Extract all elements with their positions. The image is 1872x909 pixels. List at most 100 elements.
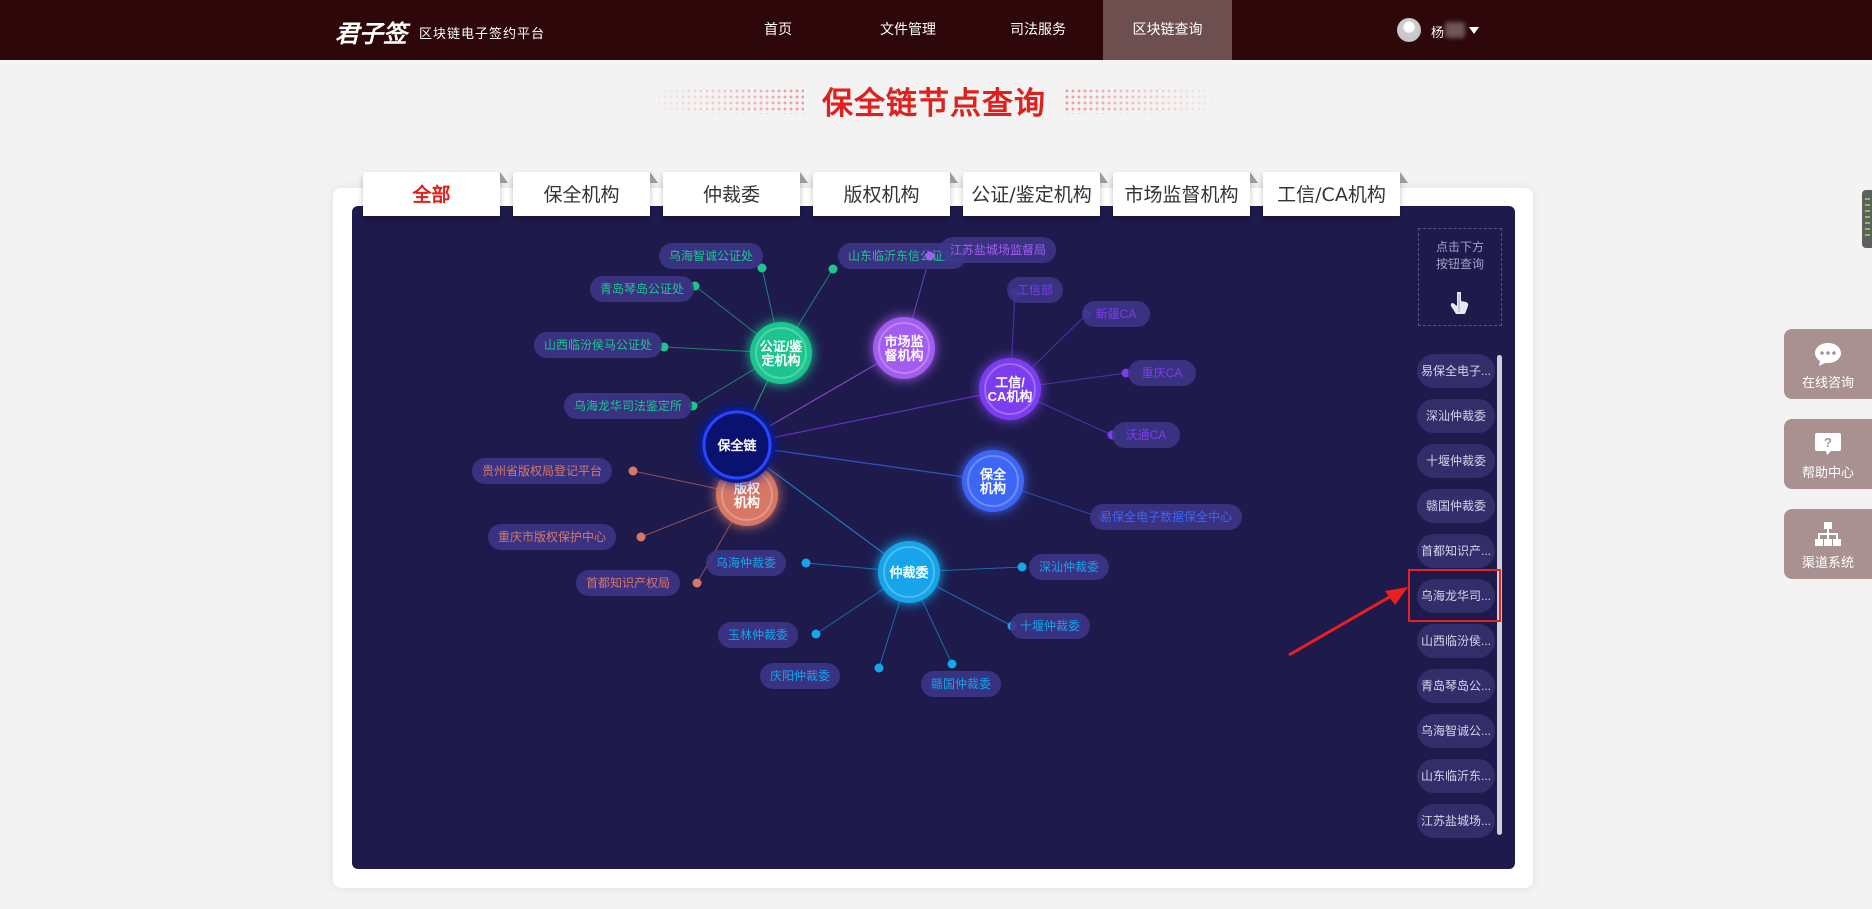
tab-market-supervision[interactable]: 市场监督机构: [1113, 172, 1258, 216]
tab-notary[interactable]: 公证/鉴定机构: [963, 172, 1108, 216]
avatar[interactable]: [1397, 18, 1421, 42]
selected-item-highlight: [1408, 569, 1501, 622]
leaf-node[interactable]: 重庆CA: [1128, 360, 1196, 386]
channel-system-button[interactable]: 渠道系统: [1784, 509, 1872, 579]
leaf-dot: [692, 578, 702, 588]
leaf-dot: [801, 558, 811, 568]
hub-node-market[interactable]: 市场监督机构: [873, 317, 935, 379]
leaf-label: 深汕仲裁委: [1039, 560, 1099, 574]
hub-label: CA机构: [988, 389, 1033, 404]
leaf-pill: [534, 332, 662, 358]
leaf-pill: [564, 393, 692, 419]
list-item[interactable]: 深汕仲裁委: [1417, 399, 1495, 433]
leaf-node[interactable]: 赣国仲裁委: [921, 671, 1001, 697]
hub-label: 保全: [979, 467, 1007, 482]
edge-ca: [736, 388, 1011, 446]
leaf-node[interactable]: 沃通CA: [1112, 422, 1180, 448]
leaf-node[interactable]: 新疆CA: [1082, 301, 1150, 327]
hub-node-ca[interactable]: 工信/CA机构: [979, 358, 1041, 420]
leaf-node[interactable]: 庆阳仲裁委: [760, 663, 840, 689]
tab-label: 版权机构: [843, 184, 920, 206]
help-center-button[interactable]: ? 帮助中心: [1784, 419, 1872, 489]
leaf-pill: [576, 570, 680, 596]
leaf-node[interactable]: 贵州省版权局登记平台: [472, 458, 612, 484]
leaf-label: 乌海龙华司法鉴定所: [574, 398, 682, 413]
leaf-label: 首都知识产权局: [586, 576, 670, 590]
leaf-pill: [921, 671, 1001, 697]
query-hint: 点击下方 按钮查询: [1418, 228, 1502, 326]
edge-tab[interactable]: [1862, 190, 1872, 248]
tab-label: 公证/鉴定机构: [971, 184, 1092, 206]
center-node[interactable]: 保全链: [699, 407, 775, 483]
leaf-pill: [659, 243, 763, 269]
hub-circle: [878, 541, 940, 603]
list-item[interactable]: 山东临沂东...: [1417, 759, 1495, 793]
title-decoration-left: [644, 88, 804, 114]
leaf-node[interactable]: 山西临汾侯马公证处: [534, 332, 662, 358]
leaf-node[interactable]: 重庆市版权保护中心: [488, 524, 616, 550]
hub-circle: [873, 317, 935, 379]
chevron-down-icon[interactable]: [1469, 27, 1479, 34]
leaf-pill: [1082, 301, 1150, 327]
leaf-node[interactable]: 玉林仲裁委: [718, 622, 798, 648]
tab-preservation[interactable]: 保全机构: [513, 172, 658, 216]
list-item[interactable]: 乌海智诚公...: [1417, 714, 1495, 748]
tab-arbitration[interactable]: 仲裁委: [663, 172, 808, 216]
tab-ca[interactable]: 工信/CA机构: [1263, 172, 1408, 216]
tab-all[interactable]: 全部: [363, 172, 508, 216]
list-item[interactable]: 十堰仲裁委: [1417, 444, 1495, 478]
leaf-dot: [811, 629, 821, 639]
hint-line-1: 点击下方: [1435, 240, 1484, 254]
red-arrow-annotation: [1288, 587, 1408, 657]
list-item[interactable]: 江苏盐城场...: [1417, 804, 1495, 838]
leaf-pill: [488, 524, 616, 550]
list-item[interactable]: 易保全电子...: [1417, 354, 1495, 388]
user-name[interactable]: 杨: [1431, 26, 1445, 41]
nav-file-management[interactable]: 文件管理: [880, 22, 936, 38]
hub-node-notary[interactable]: 公证/鉴定机构: [750, 322, 812, 384]
leaf-node[interactable]: 工信部: [1007, 277, 1063, 303]
top-navbar: 君子签 区块链电子签约平台 首页 文件管理 司法服务 区块链查询 杨: [0, 0, 1872, 60]
list-item[interactable]: 赣国仲裁委: [1417, 489, 1495, 523]
leaf-pill: [1090, 504, 1242, 530]
leaf-label: 重庆CA: [1142, 366, 1183, 380]
center-circle: [702, 410, 772, 480]
leaf-node[interactable]: 乌海智诚公证处: [659, 243, 763, 269]
tab-copyright[interactable]: 版权机构: [813, 172, 958, 216]
brand-logo[interactable]: 君子签: [335, 19, 407, 48]
nav-judicial-service[interactable]: 司法服务: [1010, 22, 1066, 38]
tab-label: 保全机构: [543, 184, 620, 206]
hub-label: 定机构: [760, 353, 800, 368]
list-item[interactable]: 青岛琴岛公...: [1417, 669, 1495, 703]
leaf-pill: [1112, 422, 1180, 448]
leaf-pill: [838, 243, 966, 269]
hub-circle: [979, 358, 1041, 420]
leaf-label: 贵州省版权局登记平台: [482, 463, 602, 478]
hub-node-copyright[interactable]: 版权机构: [716, 464, 778, 526]
hub-ring: [984, 363, 1036, 415]
leaf-node[interactable]: 江苏盐城场监督局: [940, 237, 1056, 263]
leaf-node[interactable]: 乌海仲裁委: [706, 550, 786, 576]
nav-blockchain-query[interactable]: 区块链查询: [1103, 0, 1232, 60]
leaf-node[interactable]: 乌海龙华司法鉴定所: [564, 393, 692, 419]
leaf-label: 玉林仲裁委: [728, 628, 788, 642]
leaf-node[interactable]: 青岛琴岛公证处: [590, 276, 694, 302]
hub-node-arbitration[interactable]: 仲裁委: [878, 541, 940, 603]
leaf-node[interactable]: 十堰仲裁委: [1010, 613, 1090, 639]
leaf-node[interactable]: 深汕仲裁委: [1029, 554, 1109, 580]
online-consult-button[interactable]: 在线咨询: [1784, 329, 1872, 399]
leaf-dot: [828, 264, 838, 274]
nav-home[interactable]: 首页: [764, 22, 792, 38]
hub-node-preserve[interactable]: 保全机构: [962, 450, 1024, 512]
leaf-node[interactable]: 首都知识产权局: [576, 570, 680, 596]
leaf-pill: [760, 663, 840, 689]
edge-preserve: [736, 444, 994, 482]
leaf-label: 工信部: [1017, 282, 1053, 297]
list-item[interactable]: 乌海龙华司...: [1417, 579, 1495, 613]
list-item[interactable]: 山西临汾侯...: [1417, 624, 1495, 658]
leaf-node[interactable]: 易保全电子数据保全中心: [1090, 504, 1242, 530]
list-item[interactable]: 首都知识产...: [1417, 534, 1495, 568]
help-center-label: 帮助中心: [1801, 466, 1854, 481]
leaf-label: 易保全电子数据保全中心: [1100, 509, 1232, 524]
leaf-dot: [874, 663, 884, 673]
